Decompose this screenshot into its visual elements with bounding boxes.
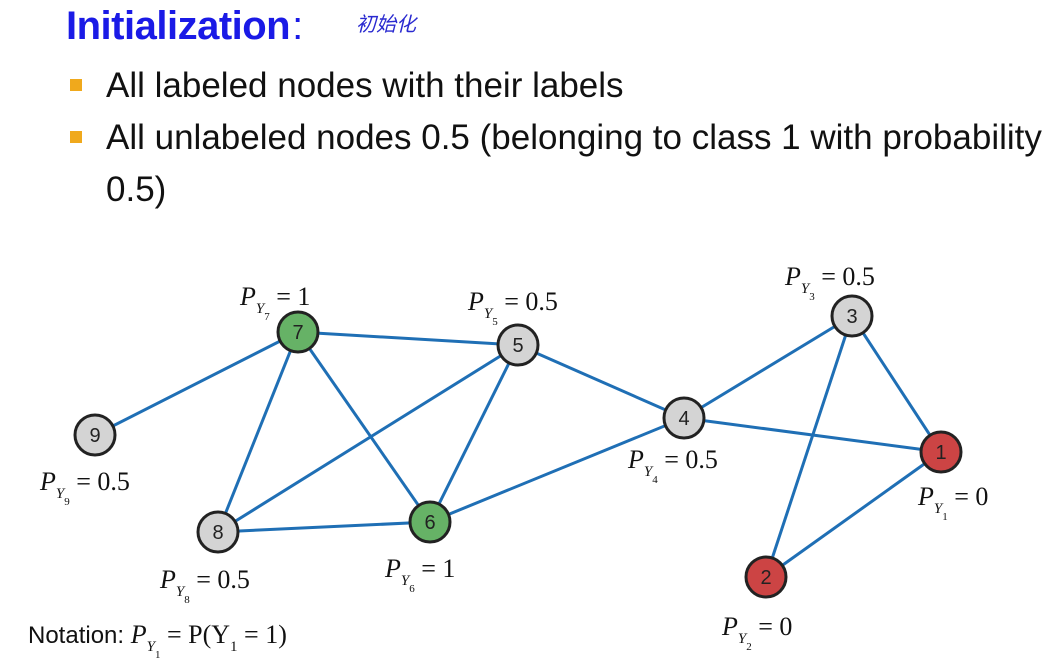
node-circle-6 (408, 500, 452, 544)
notation-lhs-subsub: 1 (154, 649, 161, 662)
node-circle-2 (744, 555, 788, 599)
probability-label-8: PY8 = 0.5 (160, 565, 250, 607)
probability-label-1: PY1 = 0 (918, 482, 989, 524)
slide-title: Initialization: (66, 4, 303, 49)
edge-4-3 (683, 314, 853, 420)
bullet-square-icon (70, 79, 82, 91)
edge-5-6 (428, 344, 520, 523)
bullet-item-2: All unlabeled nodes 0.5 (belonging to cl… (66, 112, 1046, 216)
bullet-item-1: All labeled nodes with their labels (66, 60, 1046, 112)
edge-3-1 (850, 315, 943, 453)
bullet-text-2: All unlabeled nodes 0.5 (belonging to cl… (106, 118, 1042, 209)
probability-label-2: PY2 = 0 (722, 612, 793, 654)
node-9: 9 (73, 413, 117, 457)
notation-line: Notation: PY1 = P(Y1 = 1) (28, 620, 287, 661)
node-number-3: 3 (846, 306, 857, 328)
notation-rhs-sub: 1 (230, 639, 238, 656)
edge-2-1 (765, 450, 942, 579)
edge-7-8 (216, 331, 300, 533)
node-number-8: 8 (212, 522, 223, 544)
notation-formula: PY1 = P(Y1 = 1) (130, 620, 287, 661)
node-1: 1 (919, 430, 963, 474)
nodes-layer: 1 2 3 4 5 6 7 8 9 (73, 294, 963, 599)
edges-layer (94, 314, 943, 579)
node-number-9: 9 (89, 425, 100, 447)
edge-5-4 (517, 343, 685, 420)
edge-6-4 (429, 416, 685, 524)
edge-8-6 (217, 520, 431, 534)
node-circle-4 (662, 396, 706, 440)
notation-lhs: P (130, 620, 147, 649)
notation-rhs: = P(Y (166, 620, 231, 649)
edge-7-9 (94, 330, 299, 437)
node-circle-9 (73, 413, 117, 457)
probability-label-3: PY3 = 0.5 (785, 262, 875, 304)
slide-title-text: Initialization (66, 4, 291, 48)
slide-title-colon: : (292, 4, 303, 48)
node-number-2: 2 (760, 567, 771, 589)
notation-prefix: Notation: (28, 622, 131, 649)
node-number-5: 5 (512, 335, 523, 357)
node-number-1: 1 (935, 442, 946, 464)
probability-label-4: PY4 = 0.5 (628, 445, 718, 487)
node-circle-8 (196, 510, 240, 554)
node-6: 6 (408, 500, 452, 544)
edge-7-6 (296, 331, 432, 523)
node-7: 7 (276, 310, 320, 354)
node-8: 8 (196, 510, 240, 554)
notation-lhs-sub: Y (146, 639, 155, 656)
node-number-6: 6 (424, 512, 435, 534)
probability-label-9: PY9 = 0.5 (40, 467, 130, 509)
node-2: 2 (744, 555, 788, 599)
bullet-text-1: All labeled nodes with their labels (106, 66, 624, 105)
probability-label-5: PY5 = 0.5 (468, 287, 558, 329)
notation-rhs-end: = 1) (237, 620, 287, 649)
bullet-list: All labeled nodes with their labels All … (66, 60, 1046, 216)
edge-3-2 (764, 315, 854, 578)
node-circle-3 (830, 294, 874, 338)
probability-label-6: PY6 = 1 (385, 554, 456, 596)
node-4: 4 (662, 396, 706, 440)
probability-label-7: PY7 = 1 (240, 282, 311, 324)
node-number-4: 4 (678, 408, 689, 430)
edge-7-5 (297, 330, 519, 347)
node-5: 5 (496, 323, 540, 367)
bullet-square-icon (70, 131, 82, 143)
edge-5-8 (217, 343, 519, 534)
node-circle-5 (496, 323, 540, 367)
node-number-7: 7 (292, 322, 303, 344)
node-circle-1 (919, 430, 963, 474)
node-circle-7 (276, 310, 320, 354)
node-3: 3 (830, 294, 874, 338)
handwritten-annotation: 初始化 (356, 12, 416, 36)
